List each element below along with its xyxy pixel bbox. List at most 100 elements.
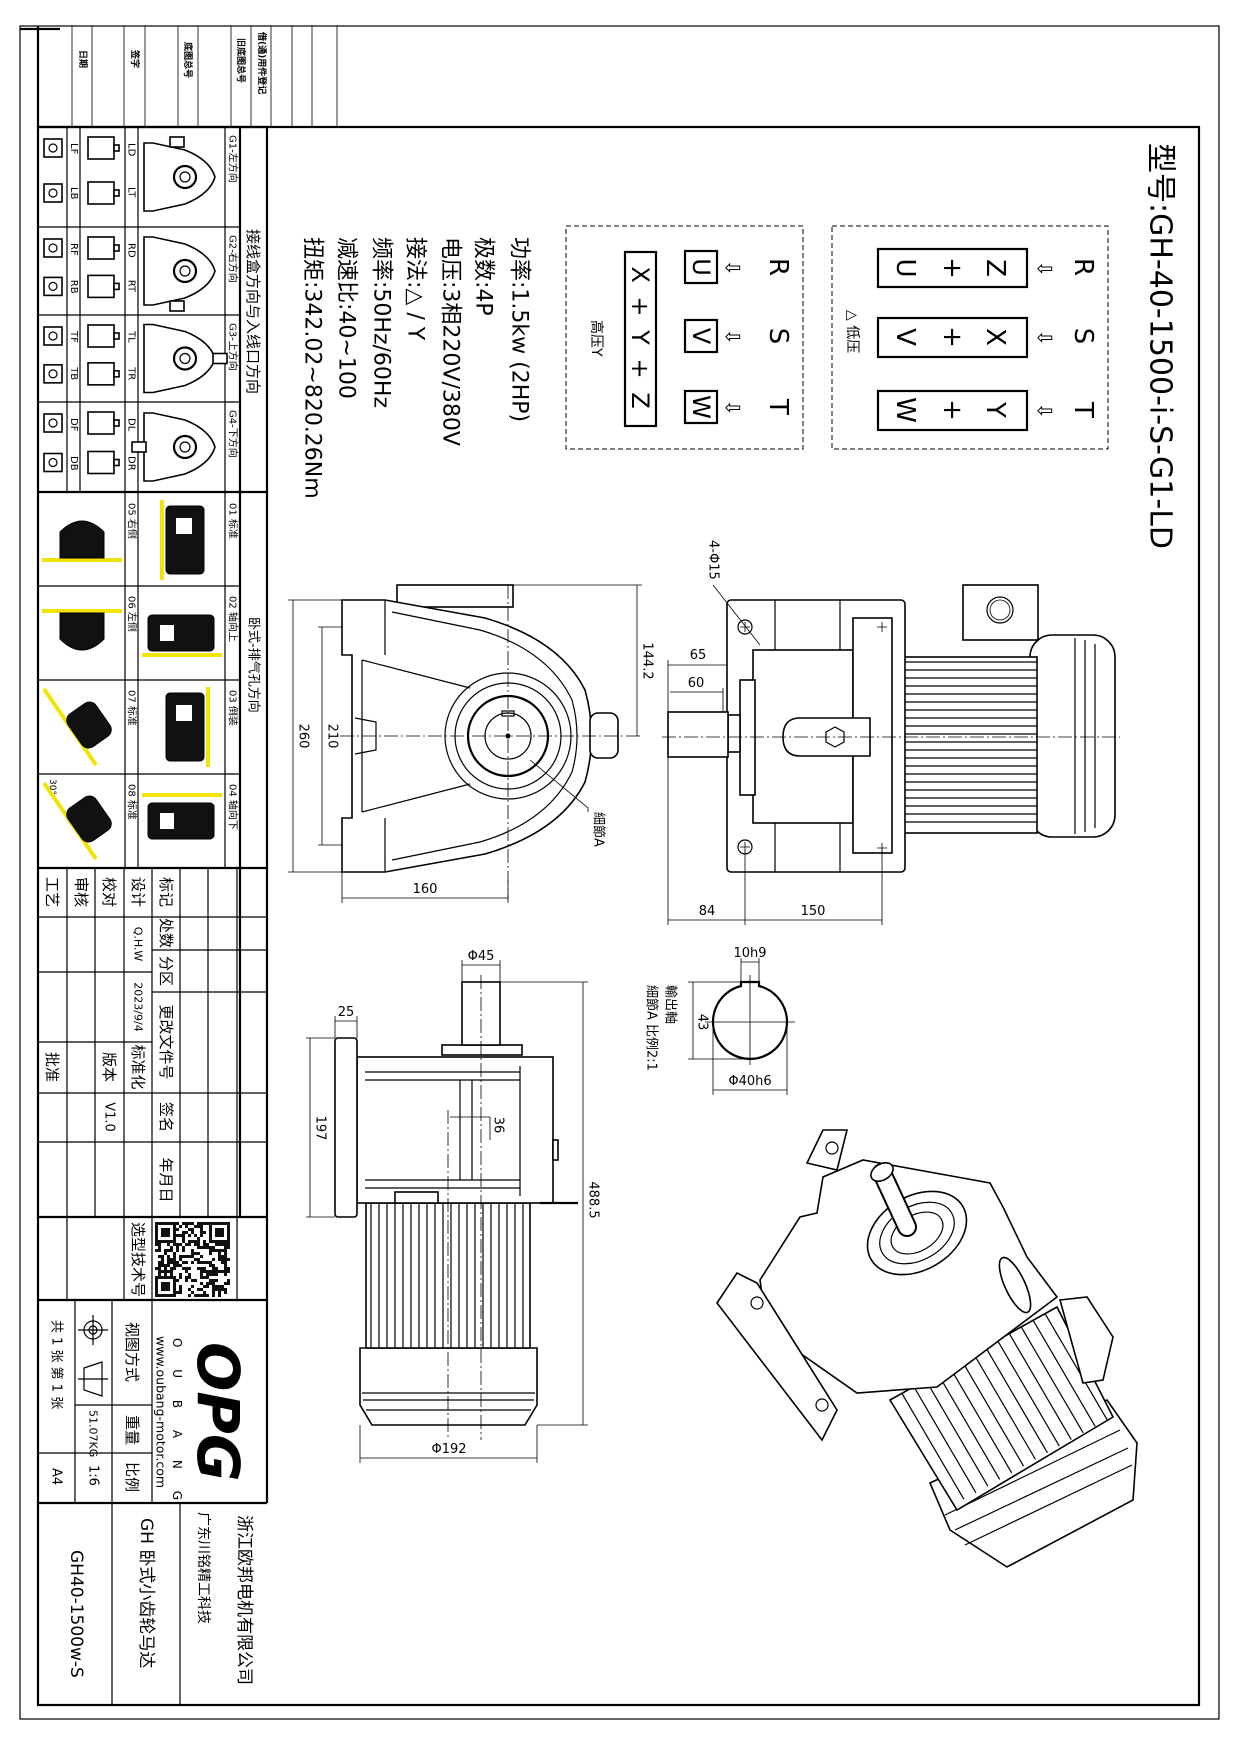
link-terminal: V (890, 328, 920, 346)
fin-line (913, 1386, 977, 1494)
dimension-text: 25 (338, 1005, 355, 1020)
dimension-84: 84 (667, 757, 883, 925)
qr-module (188, 1267, 191, 1270)
qr-module (224, 1264, 227, 1267)
terminal-position-label: RD (126, 243, 137, 258)
qr-module (188, 1288, 191, 1291)
qr-module (209, 1252, 212, 1255)
qr-module (209, 1246, 212, 1249)
fin-line (901, 1393, 965, 1500)
motor-end-cap (1029, 634, 1116, 838)
qr-module (173, 1240, 176, 1243)
qr-module (212, 1279, 215, 1282)
qr-module (185, 1261, 188, 1264)
qr-module (164, 1222, 167, 1225)
ear (589, 712, 619, 759)
qr-module (218, 1270, 221, 1273)
front-view: 細節A 260 210 144.2 160 (288, 584, 655, 903)
qr-module (173, 1285, 176, 1288)
qr-module (206, 1273, 209, 1276)
qr-module (188, 1294, 191, 1297)
qr-module (179, 1285, 182, 1288)
qr-module (206, 1285, 209, 1288)
qr-module (179, 1288, 182, 1291)
qr-module (197, 1258, 200, 1261)
terminal-position-label: TB (68, 366, 79, 380)
qr-module (170, 1261, 173, 1264)
revision-header-count: 处数 (157, 918, 175, 948)
qr-module (173, 1225, 176, 1228)
terminal-position-label: LD (126, 143, 137, 157)
motor-silhouette-icon (147, 614, 215, 652)
brand-url[interactable]: www.oubang-motor.com (154, 1336, 169, 1488)
qr-module (197, 1240, 200, 1243)
qr-module (224, 1291, 227, 1294)
qr-module (176, 1222, 179, 1225)
input-r: R (1068, 258, 1098, 276)
qr-module (173, 1252, 176, 1255)
qr-module (200, 1231, 203, 1234)
mini-front-icon (48, 331, 58, 341)
qr-module (200, 1246, 203, 1249)
mini-front-icon (48, 281, 58, 291)
terminal-position-label: RF (68, 243, 79, 256)
installation-label: 02 轴向上 (227, 596, 240, 642)
revision-header-signature: 签名 (157, 1102, 175, 1132)
terminal-boss (396, 584, 514, 608)
qr-module (209, 1273, 212, 1276)
dimension-text: Φ45 (468, 949, 495, 964)
motor-silhouette-icon (59, 612, 105, 651)
qr-module (182, 1222, 185, 1225)
qr-module (227, 1231, 230, 1234)
mini-front-icon (43, 276, 63, 297)
dimension-150: 150 (745, 904, 882, 921)
qr-module (200, 1261, 203, 1264)
qr-module (188, 1255, 191, 1258)
dimension-144-2: 144.2 (513, 584, 655, 736)
qr-module (155, 1279, 158, 1282)
qr-module (158, 1273, 161, 1276)
qr-module (194, 1294, 197, 1297)
motor-silhouette-icon (176, 705, 192, 721)
qr-module (224, 1258, 227, 1261)
qr-module (218, 1288, 221, 1291)
qr-module (227, 1228, 230, 1231)
motor-end-cap (359, 1347, 538, 1426)
qr-module (203, 1243, 206, 1246)
qr-module (164, 1234, 167, 1237)
qr-module (209, 1240, 212, 1243)
qr-module (164, 1285, 167, 1288)
qr-module (161, 1240, 164, 1243)
shaft-detail-scale: 細節A 比例2:1 (644, 985, 659, 1071)
qr-module (197, 1294, 200, 1297)
mini-motor-icon (87, 450, 115, 475)
qr-module (170, 1267, 173, 1270)
qr-module (188, 1228, 191, 1231)
qr-module (200, 1225, 203, 1228)
qr-module (215, 1222, 218, 1225)
terminal-position-label: TR (126, 366, 137, 380)
qr-module (209, 1261, 212, 1264)
qr-module (203, 1276, 206, 1279)
qr-module (200, 1282, 203, 1285)
qr-module (182, 1261, 185, 1264)
mini-shaft-icon (113, 282, 120, 291)
qr-module (203, 1285, 206, 1288)
qr-module (224, 1240, 227, 1243)
fin-line (1032, 1319, 1096, 1427)
qr-module (209, 1231, 212, 1234)
fin-line (996, 1339, 1060, 1447)
qr-module (164, 1270, 167, 1273)
qr-module (173, 1258, 176, 1261)
qr-module (203, 1231, 206, 1234)
qr-module (161, 1258, 164, 1261)
qr-module (209, 1225, 212, 1228)
qr-module (218, 1231, 221, 1234)
qr-module (164, 1276, 167, 1279)
qr-module (161, 1276, 164, 1279)
qr-module (179, 1234, 182, 1237)
iso-gear-housing (759, 1159, 1059, 1394)
link-terminal: Z (980, 259, 1010, 277)
